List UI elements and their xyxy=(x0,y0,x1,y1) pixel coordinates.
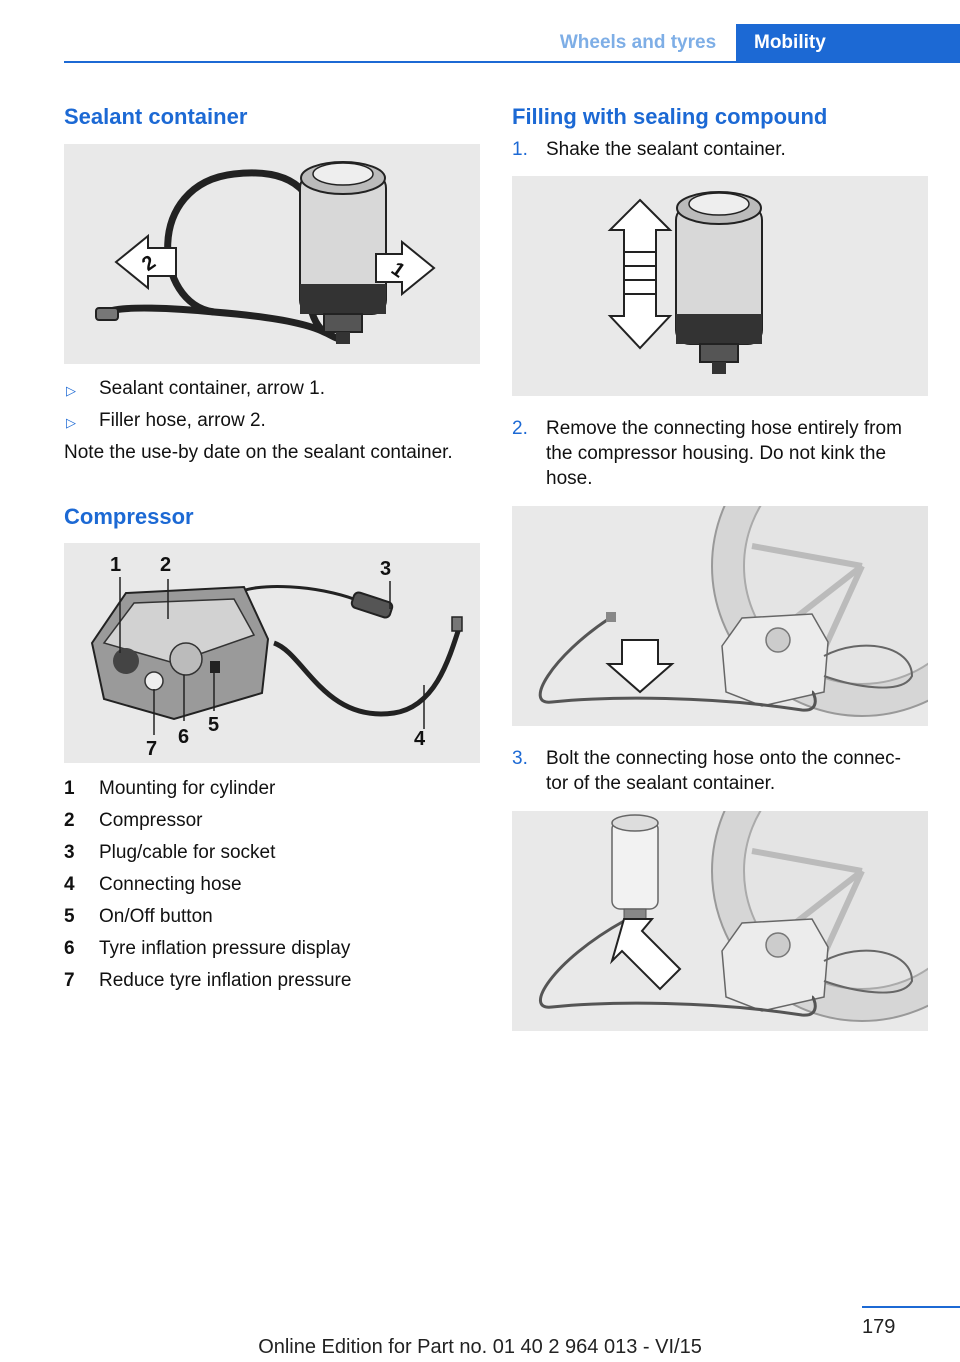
tab-mobility[interactable]: Mobility xyxy=(736,24,960,62)
legend-label: Connecting hose xyxy=(99,874,242,895)
sealant-container-heading: Sealant container xyxy=(64,104,248,129)
step-number: 1. xyxy=(512,139,528,160)
page-number-rule xyxy=(862,1306,960,1308)
page-number: 179 xyxy=(862,1316,896,1338)
legend-number: 4 xyxy=(64,874,75,895)
legend-label: Mounting for cylinder xyxy=(99,778,276,799)
figure2-callout-7: 7 xyxy=(146,738,157,760)
legend-number: 3 xyxy=(64,842,75,863)
step-2-line-3: hose. xyxy=(546,468,593,489)
legend-number: 1 xyxy=(64,778,75,799)
sealant-item-1: Sealant container, arrow 1. xyxy=(99,378,326,399)
page-header: Wheels and tyres Mobility xyxy=(0,0,960,63)
shake-container-figure xyxy=(512,176,928,396)
tab-wheels-and-tyres[interactable]: Wheels and tyres xyxy=(559,32,717,53)
bullet-triangle-icon: ▷ xyxy=(66,415,76,430)
remove-hose-figure xyxy=(512,506,928,726)
legend-label: Compressor xyxy=(99,810,203,831)
filling-heading: Filling with sealing compound xyxy=(512,104,828,129)
bolt-hose-figure xyxy=(512,811,928,1031)
compressor-heading: Compressor xyxy=(64,504,194,529)
figure2-callout-3: 3 xyxy=(380,558,391,580)
step-number: 3. xyxy=(512,748,528,769)
figure2-callout-6: 6 xyxy=(178,726,189,748)
step-2-line-2: the compressor housing. Do not kink the xyxy=(546,443,887,464)
edition-footer: Online Edition for Part no. 01 40 2 964 … xyxy=(258,1336,702,1358)
legend-number: 6 xyxy=(64,938,75,959)
legend-label: Reduce tyre inflation pressure xyxy=(99,970,352,991)
step-number: 2. xyxy=(512,418,528,439)
bullet-triangle-icon: ▷ xyxy=(66,383,76,398)
step-2-line-1: Remove the connecting hose entirely from xyxy=(546,418,902,439)
header-rule xyxy=(64,61,960,63)
sealant-item-2: Filler hose, arrow 2. xyxy=(99,410,266,431)
legend-number: 7 xyxy=(64,970,75,991)
legend-label: Plug/cable for socket xyxy=(99,842,276,863)
legend-number: 2 xyxy=(64,810,75,831)
sealant-container-figure: 2 1 xyxy=(64,144,480,364)
compressor-figure: 1 2 3 4 5 6 7 xyxy=(64,543,480,763)
figure2-callout-1: 1 xyxy=(110,554,121,576)
step-3-line-2: tor of the sealant container. xyxy=(546,773,776,794)
legend-label: On/Off button xyxy=(99,906,213,927)
figure2-callout-4: 4 xyxy=(414,728,426,750)
figure2-callout-2: 2 xyxy=(160,554,171,576)
figure2-callout-5: 5 xyxy=(208,714,219,736)
sealant-note: Note the use-by date on the sealant cont… xyxy=(64,442,453,463)
legend-number: 5 xyxy=(64,906,75,927)
step-1-text: Shake the sealant container. xyxy=(546,139,786,160)
legend-label: Tyre inflation pressure display xyxy=(99,938,351,959)
step-3-line-1: Bolt the connecting hose onto the connec… xyxy=(546,748,901,769)
